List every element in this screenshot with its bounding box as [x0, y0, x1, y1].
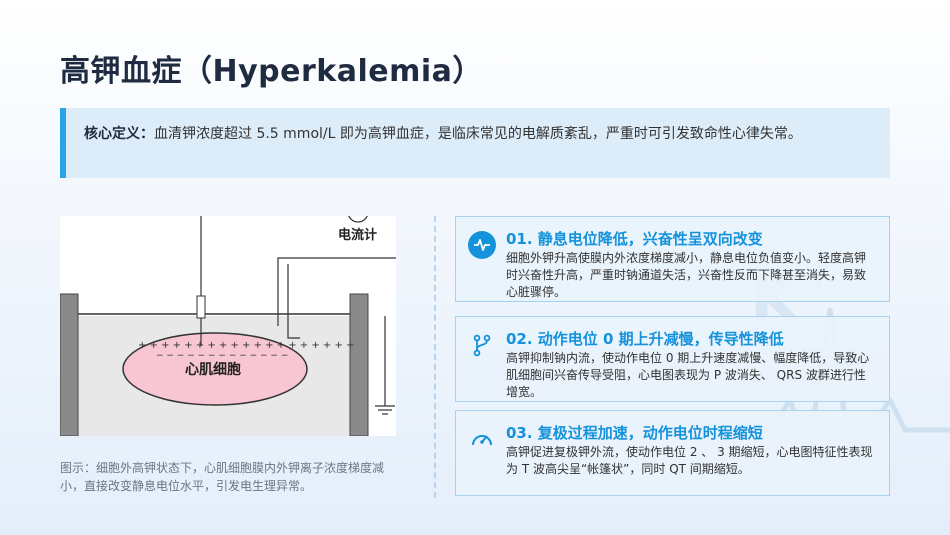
point-title-1: 01. 静息电位降低，兴奋性呈双向改变: [506, 230, 763, 248]
gauge-icon: [468, 425, 496, 453]
point-card-2: 02. 动作电位 0 期上升减慢，传导性降低 高钾抑制钠内流，使动作电位 0 期…: [455, 316, 890, 402]
definition-text: 血清钾浓度超过 5.5 mmol/L 即为高钾血症，是临床常见的电解质紊乱，严重…: [154, 126, 802, 142]
definition-label: 核心定义：: [84, 126, 154, 142]
cell-diagram: + + + + + + + + + + + + + + + + + + + − …: [60, 216, 396, 436]
point-title-2: 02. 动作电位 0 期上升减慢，传导性降低: [506, 330, 784, 348]
svg-text:+ + + + + + + + + + + + + + +: + + + + + + + + + + + + + + + + + + +: [138, 340, 354, 351]
figure-caption: 图示：细胞外高钾状态下，心肌细胞膜内外钾离子浓度梯度减小，直接改变静息电位水平，…: [60, 461, 385, 493]
point-text-2: 高钾抑制钠内流，使动作电位 0 期上升速度减慢、幅度降低，导致心肌细胞间兴奋传导…: [506, 351, 870, 399]
point-title-3: 03. 复极过程加速，动作电位时程缩短: [506, 424, 763, 442]
point-card-3: 03. 复极过程加速，动作电位时程缩短 高钾促进复极钾外流，使动作电位 2 、 …: [455, 410, 890, 496]
point-card-1: 01. 静息电位降低，兴奋性呈双向改变 细胞外钾升高使膜内外浓度梯度减小，静息电…: [455, 216, 890, 302]
branch-icon: [468, 331, 496, 359]
point-text-1: 细胞外钾升高使膜内外浓度梯度减小，静息电位负值变小。轻度高钾时兴奋性升高，严重时…: [506, 251, 867, 299]
definition-box: 核心定义：血清钾浓度超过 5.5 mmol/L 即为高钾血症，是临床常见的电解质…: [60, 108, 890, 178]
meter-label: 电流计: [338, 227, 377, 243]
section-divider: [434, 216, 436, 498]
pulse-icon: [468, 231, 496, 259]
cell-label: 心肌细胞: [185, 361, 241, 378]
page-title: 高钾血症（Hyperkalemia）: [60, 54, 483, 89]
svg-text:− − − − − − − − − − − − −: − − − − − − − − − − − − −: [156, 351, 288, 361]
point-text-3: 高钾促进复极钾外流，使动作电位 2 、 3 期缩短，心电图特征性表现为 T 波高…: [506, 445, 873, 476]
